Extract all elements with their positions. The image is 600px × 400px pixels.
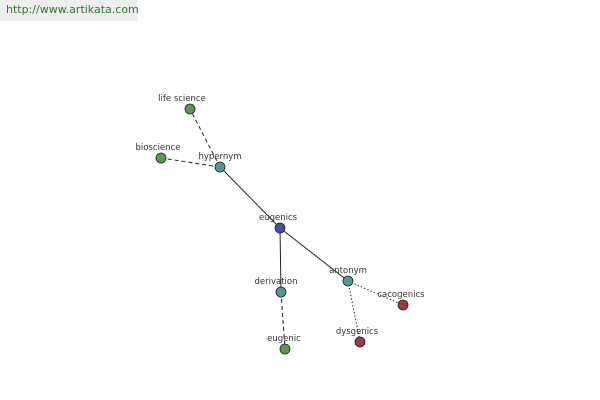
node-hypernym[interactable]: hypernym: [198, 152, 242, 173]
node-label-derivation: derivation: [254, 277, 297, 287]
node-marker-dysgenics[interactable]: [354, 336, 366, 348]
node-life-science[interactable]: life science: [158, 94, 206, 115]
node-label-eugenic: eugenic: [267, 334, 301, 344]
node-label-cacogenics: cacogenics: [377, 290, 425, 300]
node-label-dysgenics: dysgenics: [336, 327, 379, 337]
site-url-link[interactable]: http://www.artikata.com: [0, 0, 139, 21]
node-label-hypernym: hypernym: [198, 152, 241, 162]
edge-derivation-eugenic: [280, 291, 286, 350]
edge-antonym-cacogenics: [347, 280, 404, 306]
node-marker-hypernym[interactable]: [214, 161, 226, 173]
node-label-eugenics: eugenics: [259, 213, 298, 223]
edge-eugenics-antonym: [279, 227, 349, 282]
node-eugenics[interactable]: eugenics: [259, 213, 298, 234]
node-marker-antonym[interactable]: [342, 275, 354, 287]
node-dysgenics[interactable]: dysgenics: [336, 327, 379, 348]
edge-eugenics-hypernym: [219, 166, 281, 229]
node-label-antonym: antonym: [329, 266, 367, 276]
edge-eugenics-derivation: [279, 227, 282, 293]
node-marker-life-science[interactable]: [184, 103, 196, 115]
edges-layer: [160, 108, 404, 350]
node-label-bioscience: bioscience: [136, 143, 181, 153]
node-eugenic[interactable]: eugenic: [267, 334, 301, 355]
node-marker-eugenics[interactable]: [274, 222, 286, 234]
node-marker-eugenic[interactable]: [279, 343, 291, 355]
nodes-layer: eugenics hypernym antonym derivation life sc…: [136, 94, 425, 355]
node-cacogenics[interactable]: cacogenics: [377, 290, 425, 311]
node-label-life-science: life science: [158, 94, 206, 104]
node-bioscience[interactable]: bioscience: [136, 143, 181, 164]
node-marker-bioscience[interactable]: [155, 152, 167, 164]
node-marker-cacogenics[interactable]: [397, 299, 409, 311]
node-antonym[interactable]: antonym: [329, 266, 367, 287]
edge-hypernym-bioscience: [160, 157, 221, 168]
edge-hypernym-life-science: [189, 108, 221, 168]
node-marker-derivation[interactable]: [275, 286, 287, 298]
node-derivation[interactable]: derivation: [254, 277, 298, 298]
